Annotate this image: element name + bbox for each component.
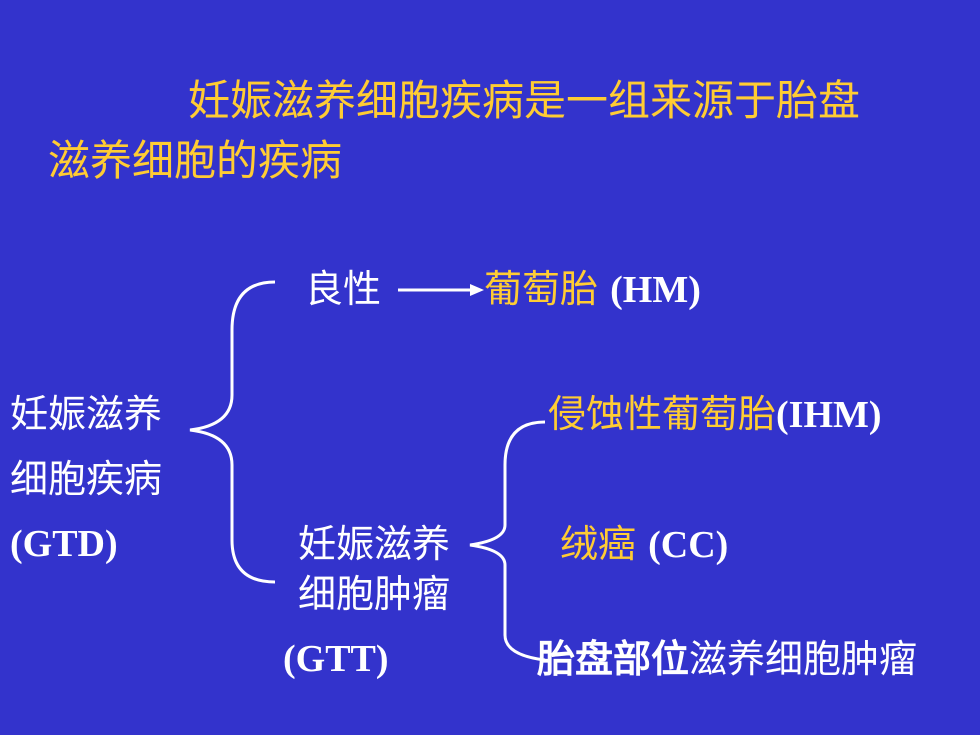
gtt-line-2: 细胞肿瘤 <box>298 572 451 616</box>
benign-label: 良性 <box>305 267 382 311</box>
psstt-part2: 滋养细胞肿瘤 <box>689 637 918 681</box>
cc-cn: 绒癌 <box>560 522 637 566</box>
gtt-line-1: 妊娠滋养 <box>298 522 451 566</box>
psstt-part1: 胎盘部位 <box>537 636 690 681</box>
title-line-1: 妊娠滋养细胞疾病是一组来源于胎盘 <box>188 76 861 125</box>
psstt-node: 胎盘部位滋养细胞肿瘤 <box>537 637 918 681</box>
gtt-bracket <box>469 420 546 662</box>
cc-node: 绒癌 (CC) <box>560 525 728 564</box>
root-line-1: 妊娠滋养 <box>10 392 163 436</box>
title-line-2: 滋养细胞的疾病 <box>48 136 343 185</box>
main-bracket <box>189 280 276 584</box>
root-abbr: (GTD) <box>10 523 118 565</box>
cc-en: (CC) <box>648 524 729 566</box>
ihm-node: 侵蚀性葡萄胎(IHM) <box>548 395 882 434</box>
arrow-head <box>470 284 484 296</box>
root-line-2: 细胞疾病 <box>10 457 163 501</box>
ihm-cn: 侵蚀性葡萄胎 <box>548 392 777 436</box>
gtt-abbr: (GTT) <box>283 638 389 680</box>
hm-node: 葡萄胎 (HM) <box>484 270 701 309</box>
hm-en: (HM) <box>610 269 701 311</box>
ihm-en: (IHM) <box>776 394 882 436</box>
hm-cn: 葡萄胎 <box>484 267 599 311</box>
